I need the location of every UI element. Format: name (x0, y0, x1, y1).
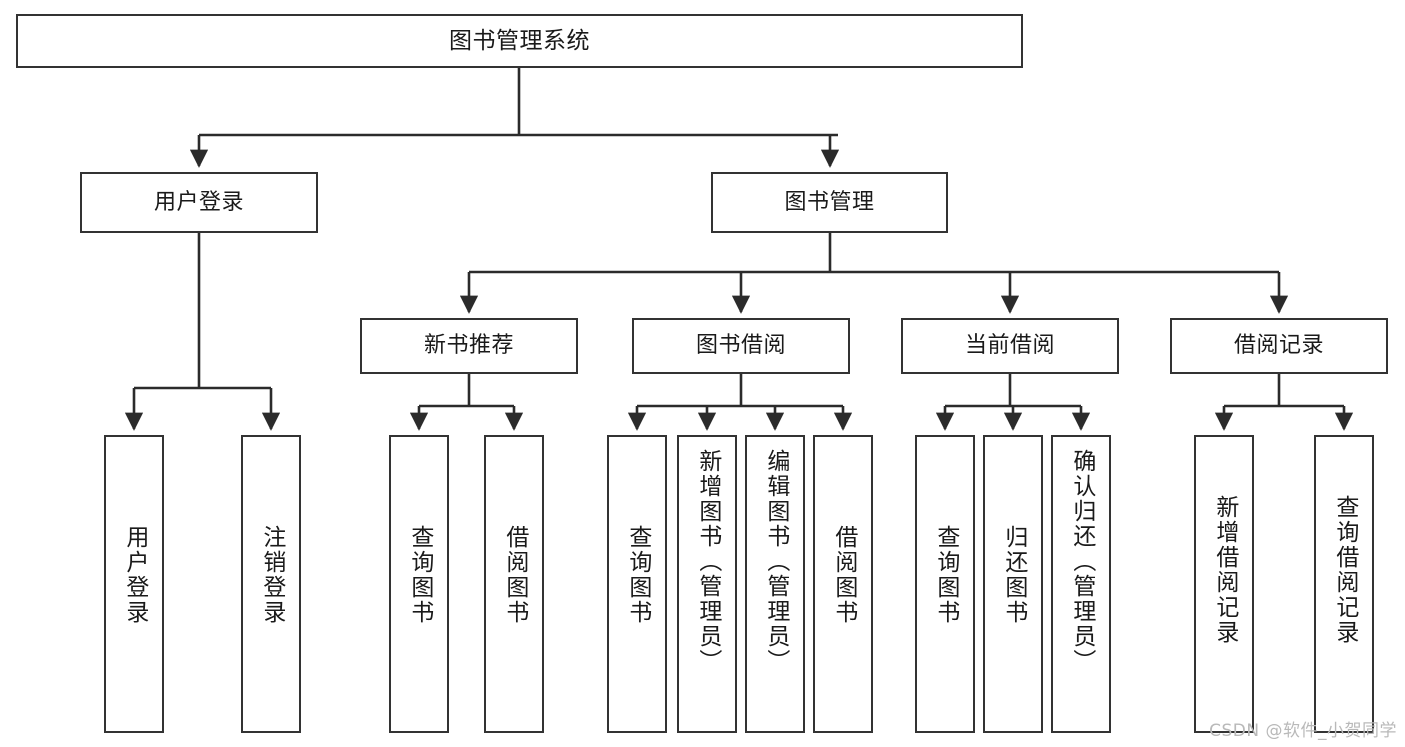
node-leaf-add-record-label: 新增借阅记录 (1211, 495, 1238, 645)
node-leaf-edit-book-label: 编辑图书（管理员） (762, 449, 789, 674)
node-leaf-confirm-return[interactable]: 确认归还（管理员） (1051, 435, 1111, 733)
node-user-login[interactable]: 用户登录 (80, 172, 318, 233)
node-leaf-borrow-book-2-label: 借阅图书 (830, 525, 857, 625)
node-borrow-record[interactable]: 借阅记录 (1170, 318, 1388, 374)
node-leaf-return-book[interactable]: 归还图书 (983, 435, 1043, 733)
node-book-borrow-label: 图书借阅 (695, 333, 786, 359)
node-root[interactable]: 图书管理系统 (16, 14, 1023, 68)
node-leaf-query-record-label: 查询借阅记录 (1331, 495, 1358, 645)
node-user-login-label: 用户登录 (153, 189, 244, 215)
node-borrow-record-label: 借阅记录 (1233, 333, 1324, 359)
node-leaf-borrow-book-2[interactable]: 借阅图书 (813, 435, 873, 733)
csdn-watermark: CSDN @软件_小贺同学 (1209, 721, 1397, 741)
node-current-borrow-label: 当前借阅 (964, 333, 1055, 359)
node-current-borrow[interactable]: 当前借阅 (901, 318, 1119, 374)
node-root-label: 图书管理系统 (449, 27, 590, 54)
node-leaf-user-login[interactable]: 用户登录 (104, 435, 164, 733)
node-leaf-query-book-1-label: 查询图书 (406, 525, 433, 625)
node-leaf-user-logout-label: 注销登录 (258, 525, 285, 625)
node-new-book-rec[interactable]: 新书推荐 (360, 318, 578, 374)
node-book-manage[interactable]: 图书管理 (711, 172, 948, 233)
node-leaf-user-logout[interactable]: 注销登录 (241, 435, 301, 733)
node-leaf-confirm-return-label: 确认归还（管理员） (1068, 449, 1095, 674)
node-leaf-add-book-label: 新增图书（管理员） (694, 449, 721, 674)
node-leaf-borrow-book-1[interactable]: 借阅图书 (484, 435, 544, 733)
node-new-book-rec-label: 新书推荐 (423, 333, 514, 359)
node-leaf-query-book-2-label: 查询图书 (624, 525, 651, 625)
node-leaf-user-login-label: 用户登录 (121, 525, 148, 625)
node-leaf-query-book-1[interactable]: 查询图书 (389, 435, 449, 733)
node-book-borrow[interactable]: 图书借阅 (632, 318, 850, 374)
node-leaf-add-record[interactable]: 新增借阅记录 (1194, 435, 1254, 733)
node-leaf-return-book-label: 归还图书 (1000, 525, 1027, 625)
node-leaf-query-book-3[interactable]: 查询图书 (915, 435, 975, 733)
node-leaf-add-book[interactable]: 新增图书（管理员） (677, 435, 737, 733)
node-leaf-borrow-book-1-label: 借阅图书 (501, 525, 528, 625)
node-leaf-query-book-2[interactable]: 查询图书 (607, 435, 667, 733)
node-leaf-query-book-3-label: 查询图书 (932, 525, 959, 625)
node-leaf-edit-book[interactable]: 编辑图书（管理员） (745, 435, 805, 733)
node-leaf-query-record[interactable]: 查询借阅记录 (1314, 435, 1374, 733)
node-book-manage-label: 图书管理 (784, 189, 875, 215)
